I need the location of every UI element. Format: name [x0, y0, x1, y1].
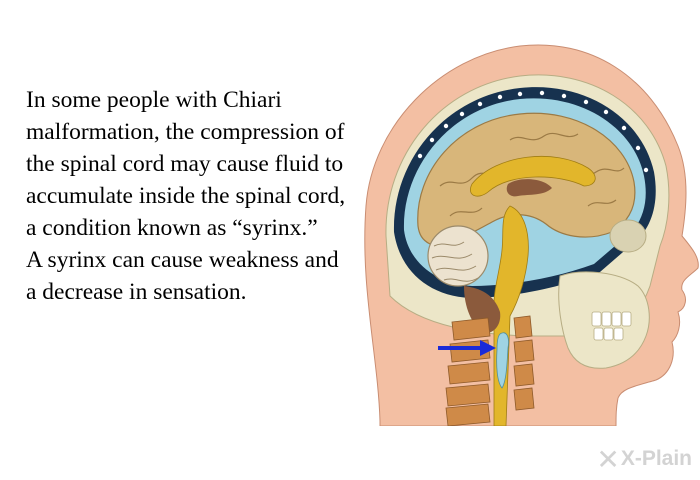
corpus-callosum [470, 155, 596, 197]
description-paragraph-1: In some people with Chiari malformation,… [26, 87, 346, 241]
vertebrae [445, 315, 535, 426]
cerebellum [427, 225, 489, 287]
x-plain-logo: ✕ X-Plain [596, 443, 692, 475]
syrinx-arrow [438, 340, 496, 356]
description-paragraph-2: A syrinx can cause weakness and a decrea… [26, 247, 339, 305]
syrinx [496, 332, 509, 389]
thalamus [506, 179, 552, 197]
teeth [591, 311, 632, 341]
arachnoid-dots [417, 90, 649, 173]
description-text: In some people with Chiari malformation,… [26, 84, 346, 308]
x-mark-icon: ✕ [596, 443, 620, 475]
head-crosssection-svg [364, 44, 699, 426]
anatomy-illustration [360, 36, 700, 426]
orbit [609, 219, 647, 253]
logo-text: X-Plain [620, 447, 692, 470]
